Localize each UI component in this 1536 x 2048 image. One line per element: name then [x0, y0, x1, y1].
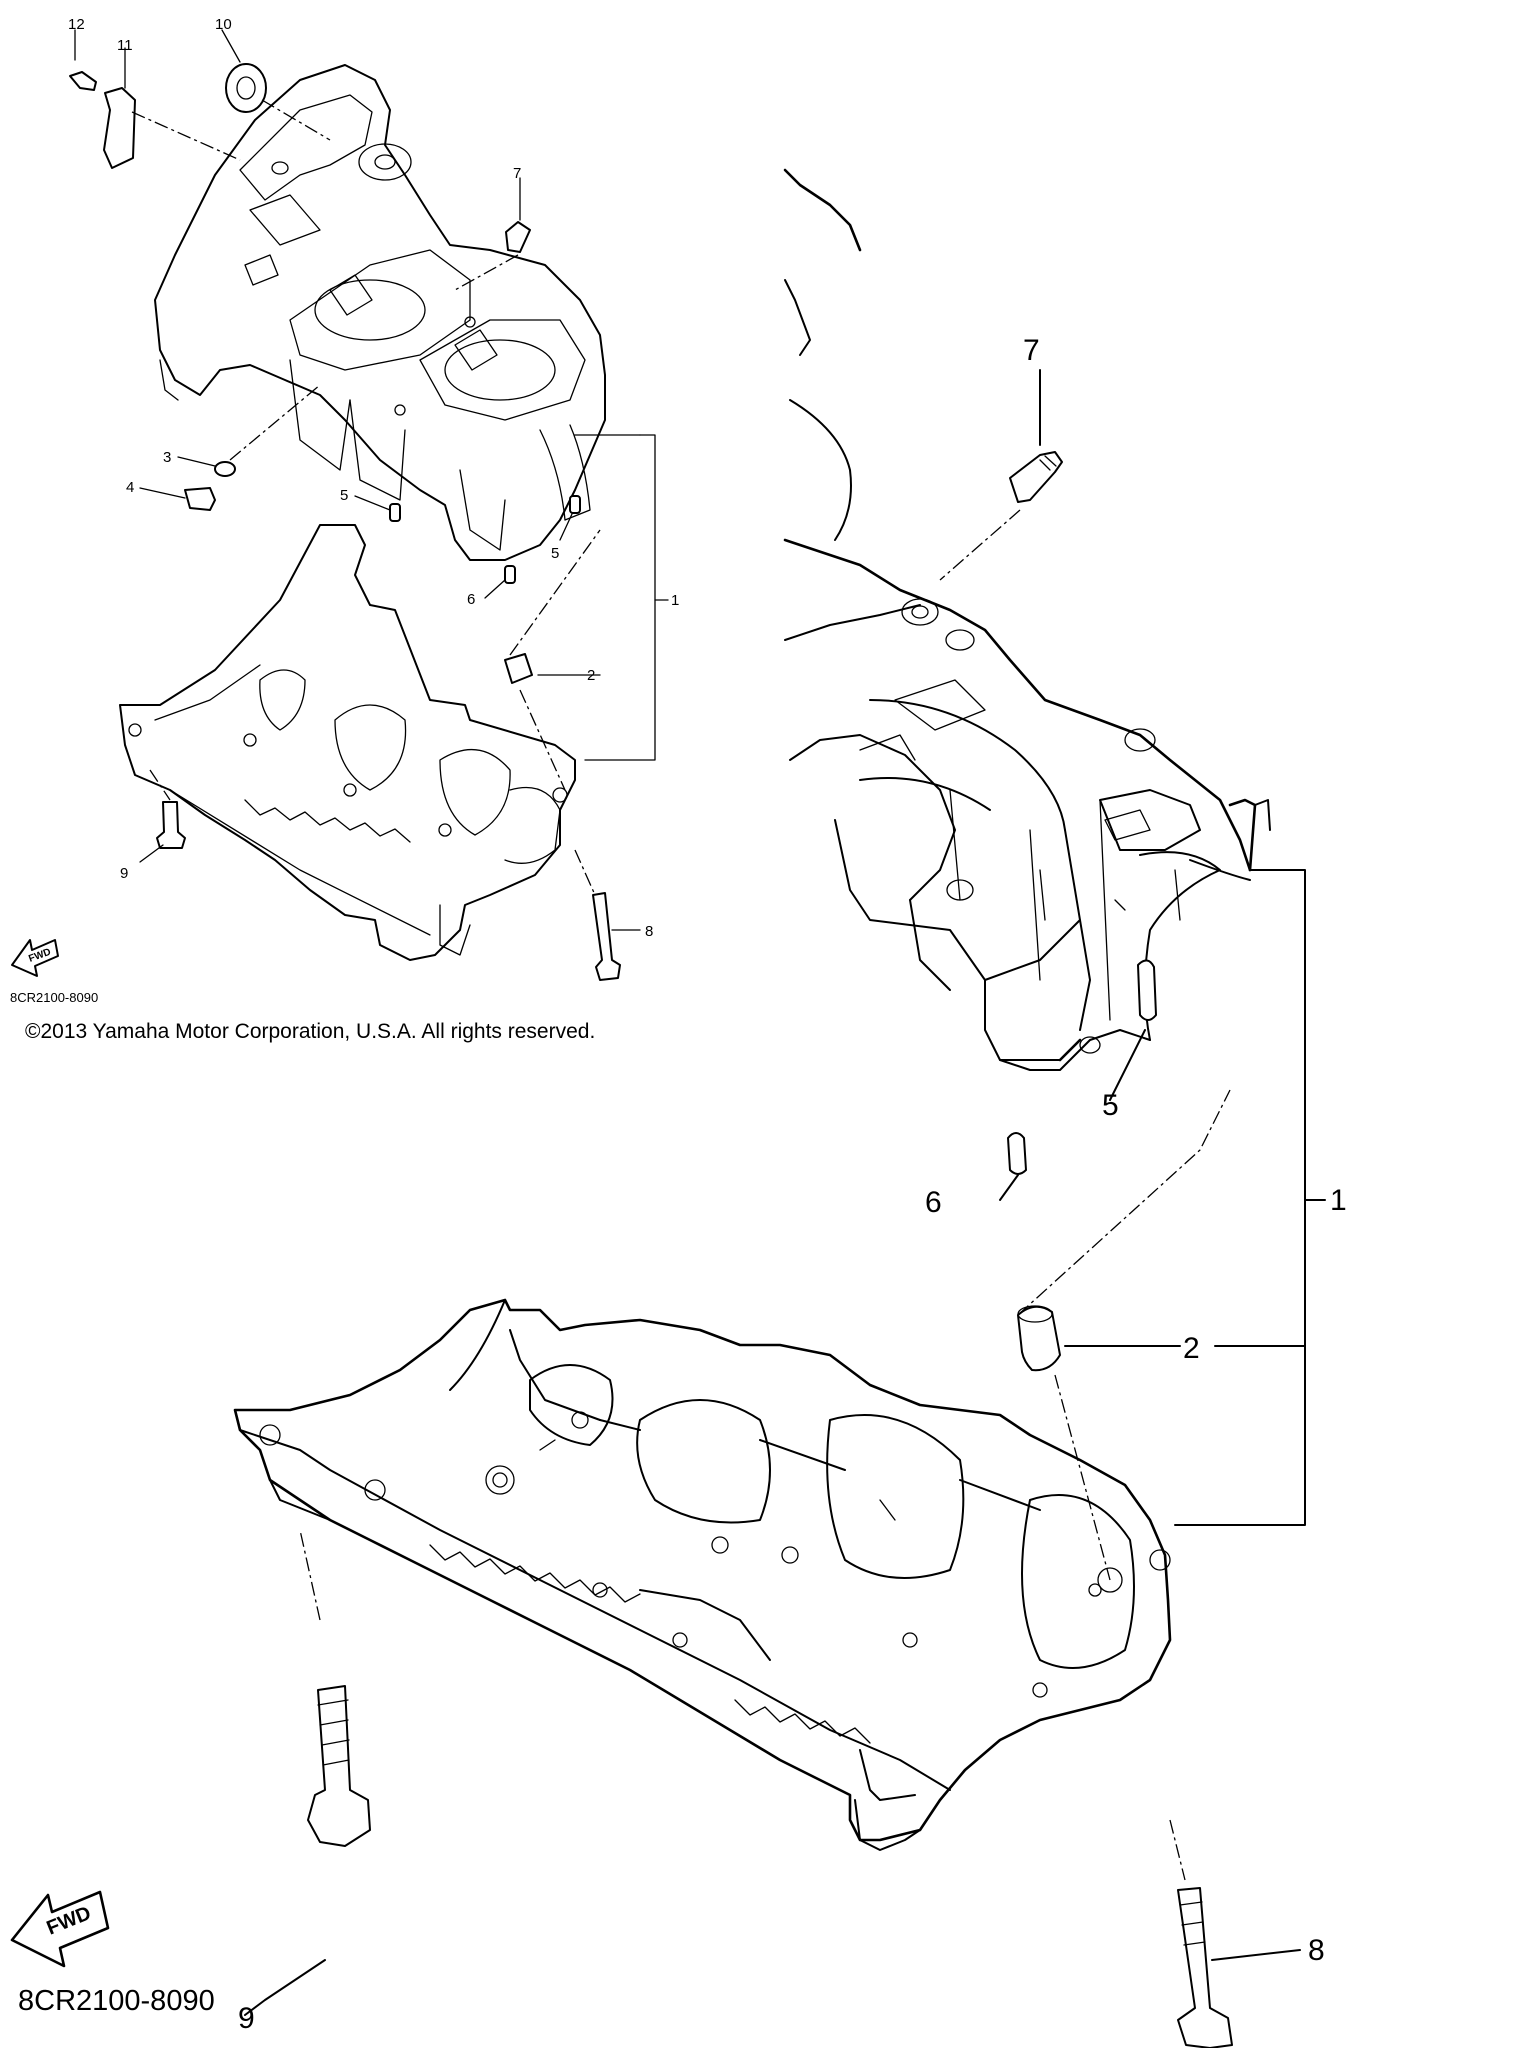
bolt-4-small [184, 487, 216, 511]
detail-parts [307, 451, 1233, 2048]
callout-7-large: 7 [1023, 334, 1040, 367]
leader-lines-small [74, 29, 669, 931]
diagram-code-small: 8CR2100-8090 [10, 990, 99, 1005]
callout-9-large: 9 [238, 2002, 255, 2035]
upper-crankcase-small [154, 64, 606, 561]
callout-10-small: 10 [215, 16, 232, 33]
leader-lines-large [244, 369, 1326, 2016]
callout-1-large: 1 [1330, 1184, 1347, 1217]
callout-11-small: 11 [117, 37, 133, 54]
bolt-8-small [592, 892, 621, 981]
dowel-6-small [504, 565, 516, 584]
diagram-code-large: 8CR2100-8090 [18, 1985, 215, 2017]
callout-2-large: 2 [1183, 1332, 1200, 1365]
callout-12-small: 12 [68, 16, 85, 33]
lower-crankcase-large [233, 1298, 1172, 1851]
callout-1-small: 1 [671, 592, 679, 609]
copyright-notice: ©2013 Yamaha Motor Corporation, U.S.A. A… [25, 1020, 596, 1043]
detail-diagram: 7 5 6 1 2 9 8 FWD [10, 160, 1536, 2048]
dowel-6-large [1007, 1132, 1027, 1175]
dowel-2-small [504, 653, 533, 684]
lower-crankcase-small [119, 524, 576, 961]
callout-6-large: 6 [925, 1186, 942, 1219]
bearing-10-small [225, 63, 267, 113]
callout-5-large: 5 [1102, 1089, 1119, 1122]
dowel-5a-small [389, 503, 401, 522]
bracket-11-small [103, 87, 136, 169]
callout-8-small: 8 [645, 923, 653, 940]
upper-crankcase-large [783, 168, 1271, 1071]
bolt-12-small [69, 71, 97, 91]
callout-6-small: 6 [467, 591, 475, 608]
fwd-arrow-icon-large: FWD [10, 1890, 110, 1968]
small-parts [69, 63, 621, 981]
bolt-9-small [156, 801, 186, 849]
fwd-arrow-icon-small: FWD [11, 939, 59, 977]
callout-3-small: 3 [163, 449, 171, 466]
dowel-5-large [1137, 959, 1157, 1021]
callout-9-small: 9 [120, 865, 128, 882]
callout-4-small: 4 [126, 479, 134, 496]
callout-2-small: 2 [587, 667, 595, 684]
plug-7-large [1009, 451, 1063, 503]
callout-5a-small: 5 [340, 487, 348, 504]
callout-7-small: 7 [513, 165, 521, 182]
overview-diagram: 12 11 10 7 3 4 5 5 6 1 2 9 8 FWD [11, 16, 679, 981]
dowel-5b-small [569, 495, 581, 514]
plug-7-small [505, 221, 531, 253]
callout-8-large: 8 [1308, 1934, 1325, 1967]
callout-5b-small: 5 [551, 545, 559, 562]
bolt-8-large [1177, 1887, 1233, 2048]
bolt-9-large [307, 1685, 371, 1847]
washer-3-small [214, 461, 236, 477]
dowel-2-large [1017, 1305, 1061, 1372]
